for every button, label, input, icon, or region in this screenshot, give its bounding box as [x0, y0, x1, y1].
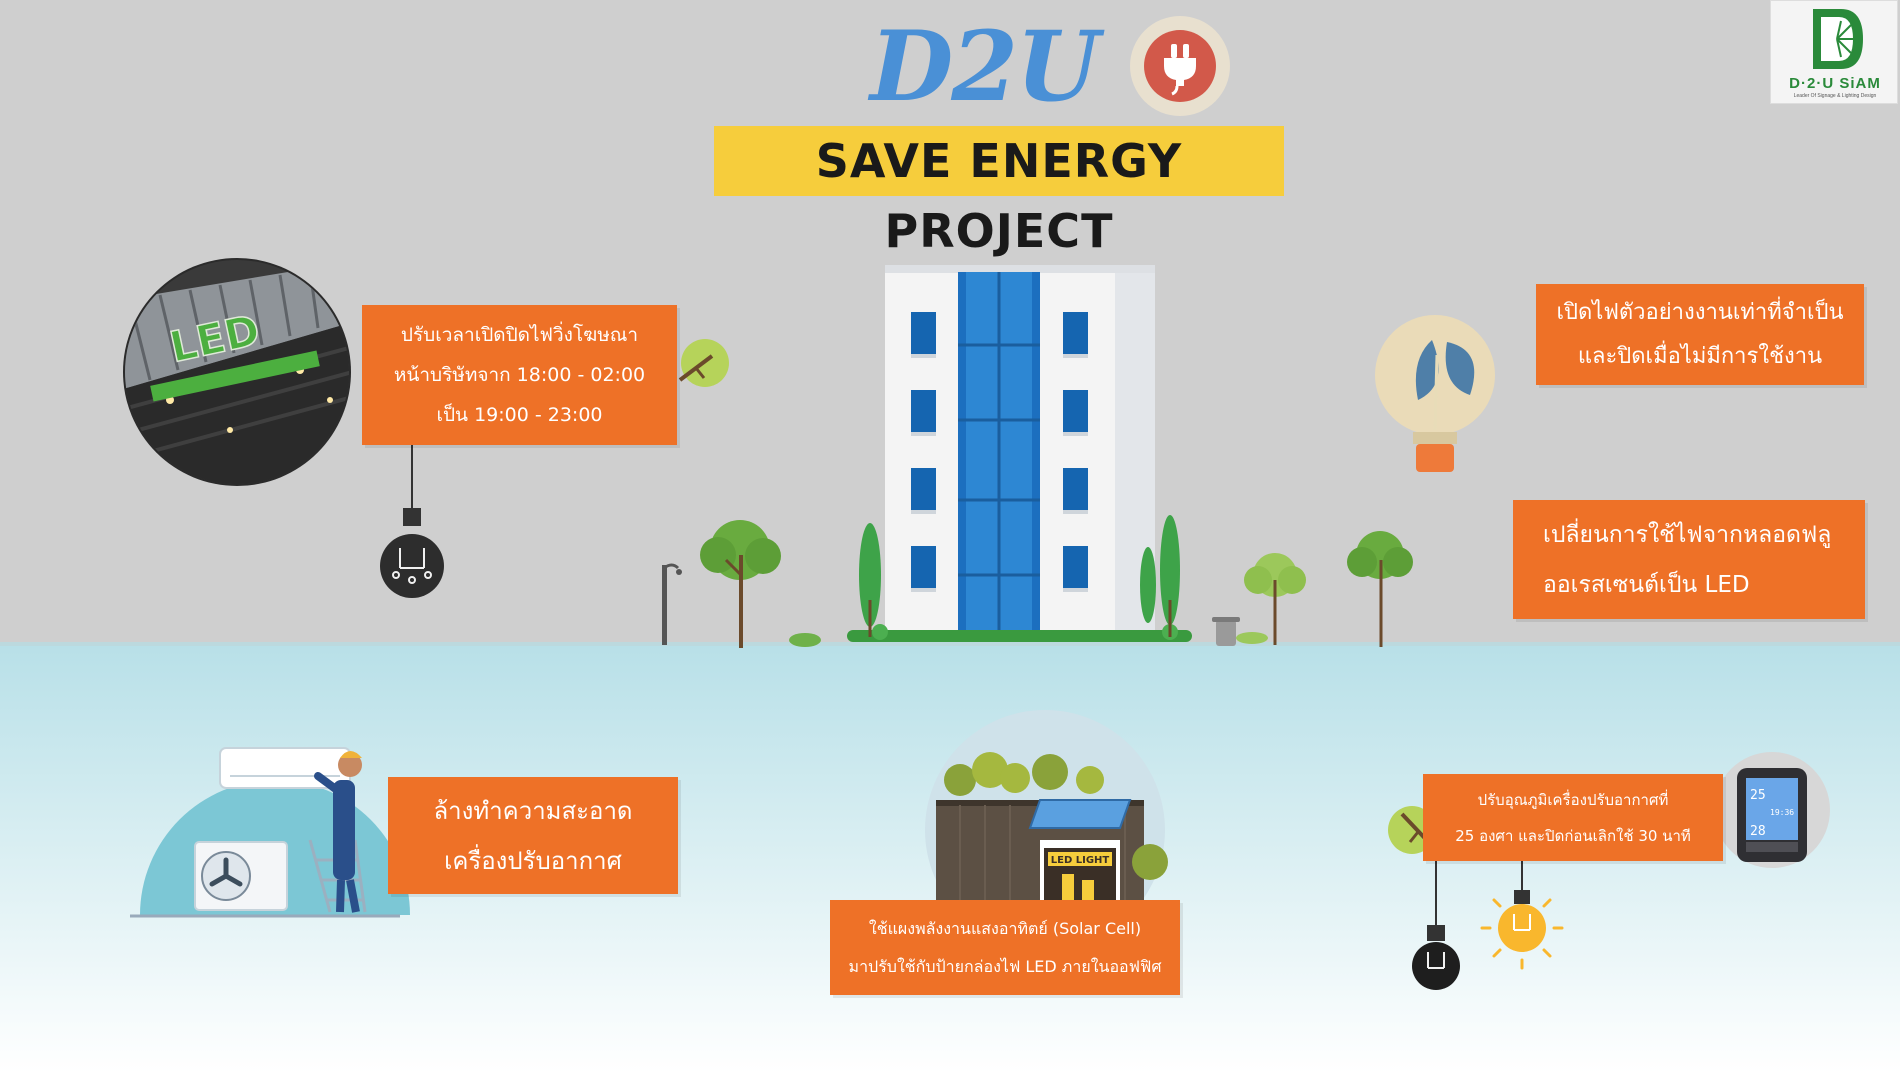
company-logo: D·2·U SiAM Leader Of Signage & Lighting …	[1770, 0, 1898, 104]
logo-name: D·2·U SiAM	[1789, 75, 1881, 92]
round-trees	[700, 520, 1413, 648]
project-banner: SAVE ENERGY PROJECT	[714, 126, 1284, 258]
ground-line	[0, 642, 1900, 646]
bushes	[789, 617, 1268, 647]
tip-line: เปลี่ยนการใช้ไฟจากหลอดฟลู	[1543, 521, 1832, 548]
led-sign-photo: LED	[123, 258, 351, 486]
eco-leaf-bulb-icon	[1375, 315, 1495, 472]
tip-line: 25 องศา และปิดก่อนเลิกใช้ 30 นาที	[1455, 826, 1691, 845]
logo-tagline: Leader Of Signage & Lighting Design	[1793, 93, 1877, 99]
tip-lights-needed: เปิดไฟตัวอย่างงานเท่าที่จำเป็น และปิดเมื…	[1536, 284, 1864, 385]
tip-line: เครื่องปรับอากาศ	[444, 846, 622, 875]
tip-line: เปิดไฟตัวอย่างงานเท่าที่จำเป็น	[1556, 299, 1844, 325]
cypress-trees	[859, 515, 1180, 637]
tip-switch-led: เปลี่ยนการใช้ไฟจากหลอดฟลู ออเรสเซนต์เป็น…	[1513, 500, 1865, 619]
solar-led-house-scene: LED LIGHT	[925, 710, 1168, 950]
plug-icon	[1130, 16, 1230, 116]
thermostat-icon: 25 19:36 28	[1714, 752, 1830, 868]
air-conditioner-scene	[130, 747, 410, 918]
hanging-bulb-off-icon	[380, 445, 444, 598]
tip-line: ปรับอุณภูมิเครื่องปรับอากาศที่	[1477, 790, 1669, 809]
tip-line: และปิดเมื่อไม่มีการใช้งาน	[1577, 343, 1823, 369]
thermostat-temp-bottom: 28	[1750, 824, 1766, 839]
office-building	[847, 265, 1192, 642]
tip-line: มาปรับใช้กับป้ายกล่องไฟ LED ภายในออฟฟิศ	[848, 956, 1162, 976]
small-tree-icon	[678, 339, 729, 387]
logo-mark-icon	[1813, 9, 1863, 69]
tip-clean-ac: ล้างทำความสะอาด เครื่องปรับอากาศ	[388, 777, 678, 894]
led-light-sign: LED LIGHT	[1051, 855, 1110, 866]
tip-line: ล้างทำความสะอาด	[433, 796, 633, 825]
tip-line: หน้าบริษัทจาก 18:00 - 02:00	[393, 364, 646, 386]
tip-sign-schedule: ปรับเวลาเปิดปิดไฟวิ่งโฆษณา หน้าบริษัทจาก…	[362, 305, 677, 445]
street-lamp	[662, 563, 682, 645]
tip-line: ออเรสเซนต์เป็น LED	[1543, 571, 1750, 598]
project-banner-text: SAVE ENERGY PROJECT	[815, 134, 1183, 258]
hanging-bulb-off-icon-right	[1412, 861, 1460, 990]
brand-title: D2U	[870, 10, 1100, 123]
tip-line: ปรับเวลาเปิดปิดไฟวิ่งโฆษณา	[400, 324, 639, 346]
thermostat-temp-top: 25	[1750, 788, 1766, 803]
tip-ac-temp: ปรับอุณภูมิเครื่องปรับอากาศที่ 25 องศา แ…	[1423, 774, 1723, 861]
tip-line: เป็น 19:00 - 23:00	[436, 404, 603, 426]
tip-solar: ใช้แผงพลังงานแสงอาทิตย์ (Solar Cell) มาป…	[830, 900, 1180, 995]
thermostat-time: 19:36	[1770, 808, 1794, 817]
hanging-bulb-on-icon	[1480, 861, 1564, 970]
tip-line: ใช้แผงพลังงานแสงอาทิตย์ (Solar Cell)	[868, 918, 1142, 938]
